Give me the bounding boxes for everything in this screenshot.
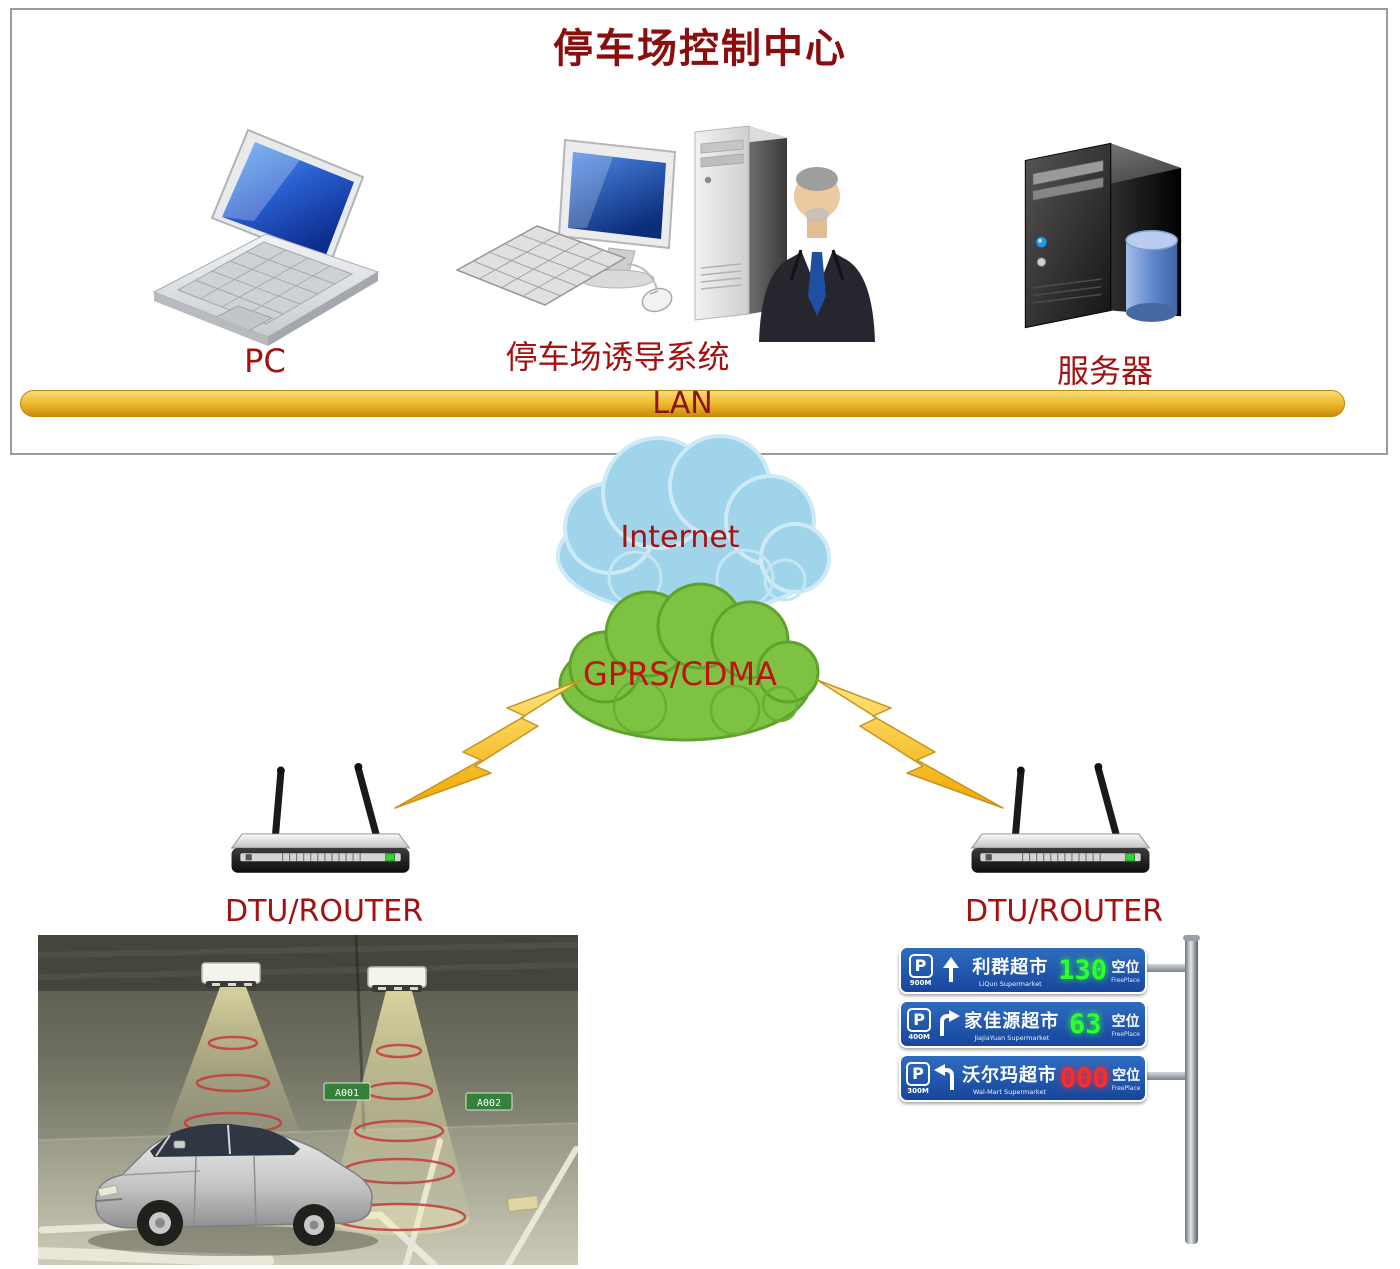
destination-name: 利群超市 [972, 956, 1049, 978]
keyboard-icon [455, 225, 627, 306]
detection-cone [166, 987, 300, 1133]
pc-label: PC [244, 342, 286, 380]
gprs-cloud-icon [558, 582, 820, 742]
dtu-router-right-icon [970, 763, 1151, 873]
parking-p-badge: P 900M [906, 953, 935, 987]
p-symbol: P [907, 1007, 932, 1032]
detection-cone [326, 991, 472, 1221]
sign-row: P 300M 沃尔玛超市 Wal-Mart Supermarket 000 空位… [899, 1054, 1147, 1102]
distance-label: 400M [908, 1032, 930, 1041]
free-space-count: 63 [1069, 1008, 1102, 1040]
freeplace-label: FreePlace [1111, 1030, 1140, 1038]
parking-p-badge: P 300M [906, 1061, 930, 1095]
distance-label: 900M [909, 978, 932, 987]
server-icon [1024, 142, 1182, 329]
wireless-link-left-icon [394, 679, 582, 809]
spaces-cell: 空位 FreePlace [1112, 1065, 1141, 1092]
spot-label: A002 [477, 1098, 501, 1109]
spot-label: A001 [335, 1088, 359, 1099]
destination-name-en: Wal-Mart Supermarket [972, 1087, 1047, 1096]
sign-arm [1137, 964, 1189, 972]
car-icon [88, 1123, 378, 1256]
spot-sign-a001: A001 [323, 1082, 371, 1101]
garage-photo: A001 A002 [38, 935, 578, 1265]
arrow-up-icon [938, 956, 963, 984]
monitor-icon [557, 138, 677, 289]
sign-pole [1185, 938, 1198, 1244]
spaces-cell: 空位 FreePlace [1111, 1011, 1140, 1038]
p-symbol: P [906, 1061, 930, 1086]
ultrasonic-sensor-icon [201, 962, 261, 988]
destination-cell: 利群超市 LiQun Supermarket [966, 953, 1054, 988]
distance-label: 300M [907, 1086, 929, 1095]
guidance-workstation-icon [455, 125, 875, 342]
guidance-system-label: 停车场诱导系统 [505, 338, 730, 376]
freeplace-label: FreePlace [1111, 976, 1140, 984]
p-symbol: P [908, 953, 933, 978]
lan-bus-bar: LAN [20, 385, 1345, 421]
lan-label: LAN [652, 385, 713, 421]
arrow-turn-right-icon [935, 1010, 961, 1038]
router-left-label: DTU/ROUTER [225, 894, 424, 929]
mouse-icon [626, 263, 673, 313]
server-label: 服务器 [1056, 352, 1153, 390]
sign-row: P 400M 家佳源超市 JiaJiaYuan Supermarket 63 空… [899, 1000, 1147, 1048]
computer-tower-icon [694, 125, 787, 321]
destination-name: 沃尔玛超市 [962, 1064, 1057, 1086]
freeplace-label: FreePlace [1111, 1084, 1141, 1092]
gprs-cdma-label: GPRS/CDMA [583, 655, 777, 693]
arrow-turn-left-icon [933, 1064, 959, 1092]
destination-cell: 沃尔玛超市 Wal-Mart Supermarket [962, 1061, 1057, 1096]
database-cylinder-icon [1125, 230, 1179, 322]
sign-pole-cap [1183, 935, 1200, 941]
laptop-icon [152, 128, 380, 346]
router-right-label: DTU/ROUTER [965, 894, 1164, 929]
free-space-count: 000 [1060, 1062, 1109, 1094]
spot-sign-a002: A002 [465, 1092, 513, 1111]
destination-name: 家佳源超市 [964, 1010, 1060, 1032]
destination-name-en: JiaJiaYuan Supermarket [974, 1033, 1050, 1042]
operator-person-icon [759, 167, 875, 342]
guidance-sign-assembly: P 900M 利群超市 LiQun Supermarket 130 空位 Fre… [895, 935, 1225, 1268]
wireless-link-right-icon [816, 679, 1004, 809]
ultrasonic-sensor-icon [367, 966, 427, 992]
parking-p-badge: P 400M [906, 1007, 932, 1041]
dtu-router-left-icon [230, 763, 411, 873]
spaces-label: 空位 [1111, 1013, 1140, 1030]
internet-label: Internet [620, 520, 740, 555]
page-title: 停车场控制中心 [553, 26, 847, 72]
spaces-cell: 空位 FreePlace [1111, 957, 1140, 984]
spaces-label: 空位 [1112, 1067, 1141, 1084]
spaces-label: 空位 [1111, 959, 1140, 976]
destination-name-en: LiQun Supermarket [978, 979, 1042, 988]
sign-row: P 900M 利群超市 LiQun Supermarket 130 空位 Fre… [899, 946, 1147, 994]
sign-arm [1137, 1072, 1189, 1080]
destination-cell: 家佳源超市 JiaJiaYuan Supermarket [964, 1007, 1059, 1042]
free-space-count: 130 [1058, 954, 1108, 986]
internet-cloud-icon [556, 434, 831, 616]
